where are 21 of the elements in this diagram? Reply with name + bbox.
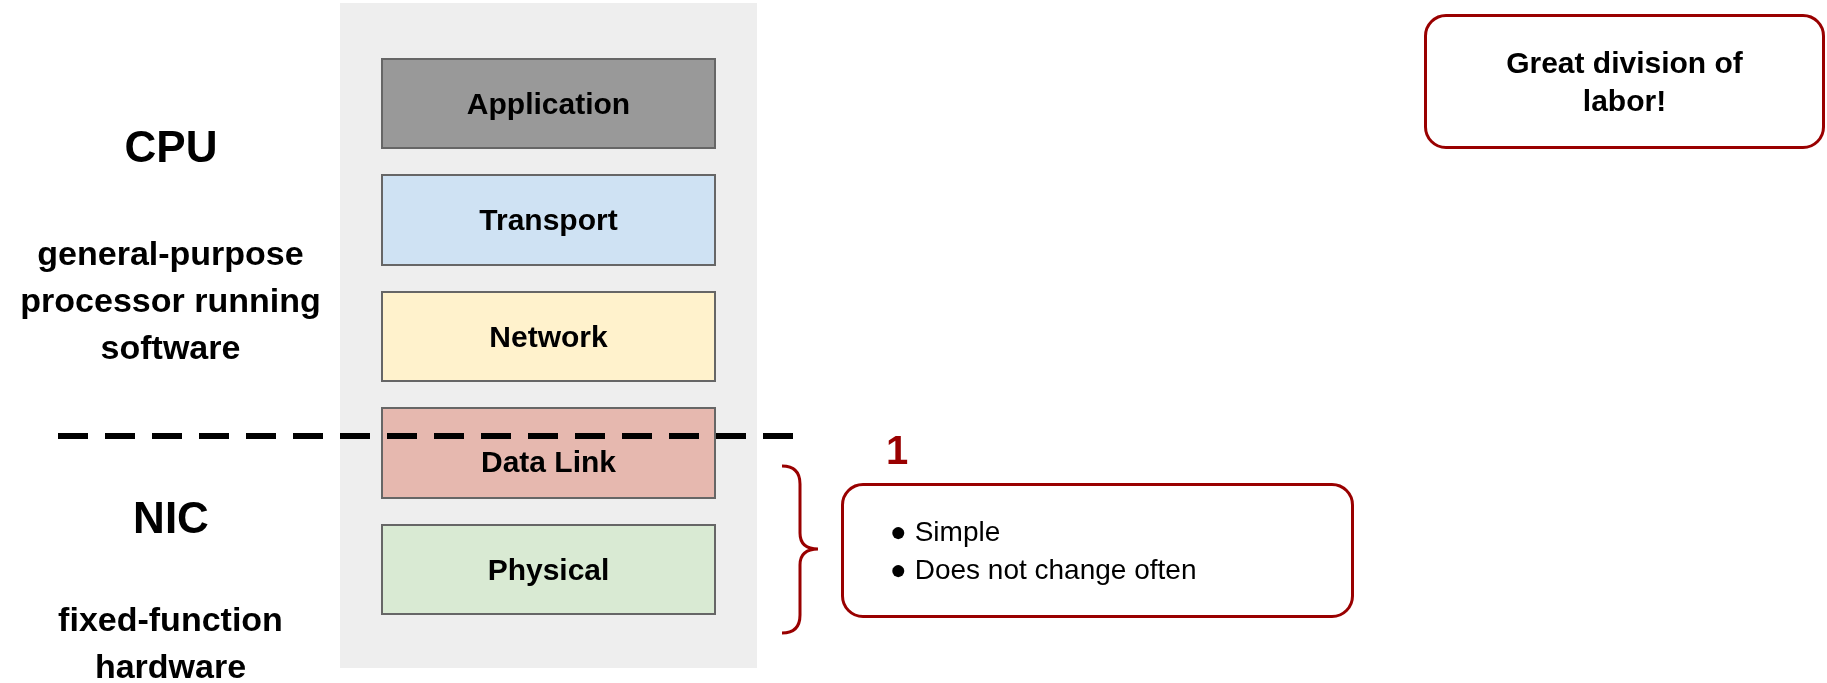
layer-box xyxy=(381,291,716,382)
callout-box xyxy=(1424,14,1825,149)
note-box xyxy=(841,483,1354,618)
description-text: general-purpose processor running software xyxy=(19,233,322,368)
layer-name: Data Link xyxy=(481,444,616,481)
hardware-label: CPU xyxy=(123,121,219,173)
layer-box xyxy=(381,524,716,615)
bullet-item: ● Does not change often xyxy=(890,552,1197,587)
layer-name: Transport xyxy=(479,202,618,239)
layer-name: Network xyxy=(489,318,608,355)
layer-box xyxy=(381,407,716,499)
stack-background xyxy=(340,3,757,668)
layer-box xyxy=(381,58,716,149)
layer-name: Physical xyxy=(487,551,610,588)
callout-text: Great division of labor! xyxy=(1505,45,1744,119)
layer-box xyxy=(381,174,716,266)
hardware-label: NIC xyxy=(132,492,210,544)
callout-number: 1 xyxy=(884,427,910,474)
description-text: fixed-function hardware xyxy=(57,599,284,683)
layer-name: Application xyxy=(466,85,631,122)
bullet-item: ● Simple xyxy=(890,514,1002,549)
